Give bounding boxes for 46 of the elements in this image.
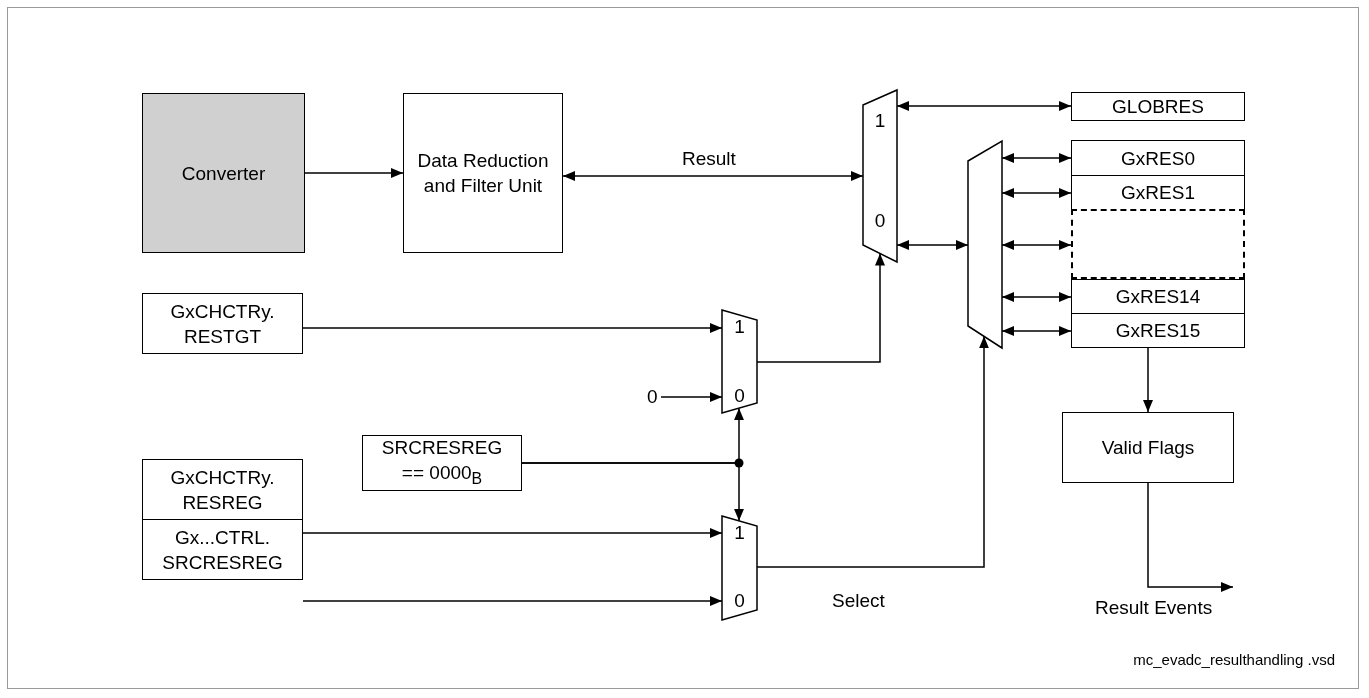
mux-input-label: 1 [873,110,887,132]
box-label: GxRES0 [1120,146,1196,171]
arrow [302,323,723,333]
register-box [1071,92,1245,121]
box-label: SRCRESREG == 0000$_{B}$ [380,436,504,489]
mux-input-label: 0 [733,385,746,407]
arrow [660,392,723,402]
multiplexer [968,141,1002,348]
register-box [142,519,303,580]
box-label: GxRES14 [1114,285,1202,309]
arrow [304,168,404,178]
arrow [302,528,723,538]
box-label: GxRES1 [1120,181,1196,205]
box-label: Converter [180,161,267,186]
box-label: Valid Flags [1100,436,1196,460]
arrow [302,596,723,606]
arrow [521,462,744,522]
mux-input-label: 0 [733,590,746,612]
register-box [1071,279,1245,314]
register-box [362,435,522,491]
arrow [1143,347,1153,413]
multiplexer [722,516,757,620]
register-box [1062,412,1234,483]
box-label: GLOBRES [1111,95,1205,119]
box-label: Gx...CTRL. SRCRESREG [161,525,284,575]
box-label: Data Reduction and Filter Unit [416,149,550,198]
box-label: GxCHCTRy. RESREG [169,465,276,515]
mux-input-label: 1 [733,316,746,338]
arrow [1147,482,1234,592]
register-box [1071,175,1245,210]
mux-input-label: 0 [873,210,887,232]
box-label: GxRES15 [1114,319,1202,343]
register-box [1071,209,1245,279]
arrow [562,171,864,181]
multiplexer [863,90,897,262]
register-box [1071,313,1245,348]
box-label: GxCHCTRy. RESTGT [169,299,276,349]
file-name-note: mc_evadc_resulthandling .vsd [1133,651,1335,669]
mux-input-label: 1 [733,522,746,544]
multiplexer [722,310,757,413]
register-box [403,93,563,253]
register-box [142,459,303,520]
register-box [142,93,305,253]
constant-input-label: 0 [647,386,658,408]
register-box [142,293,303,354]
register-box [1071,140,1245,176]
